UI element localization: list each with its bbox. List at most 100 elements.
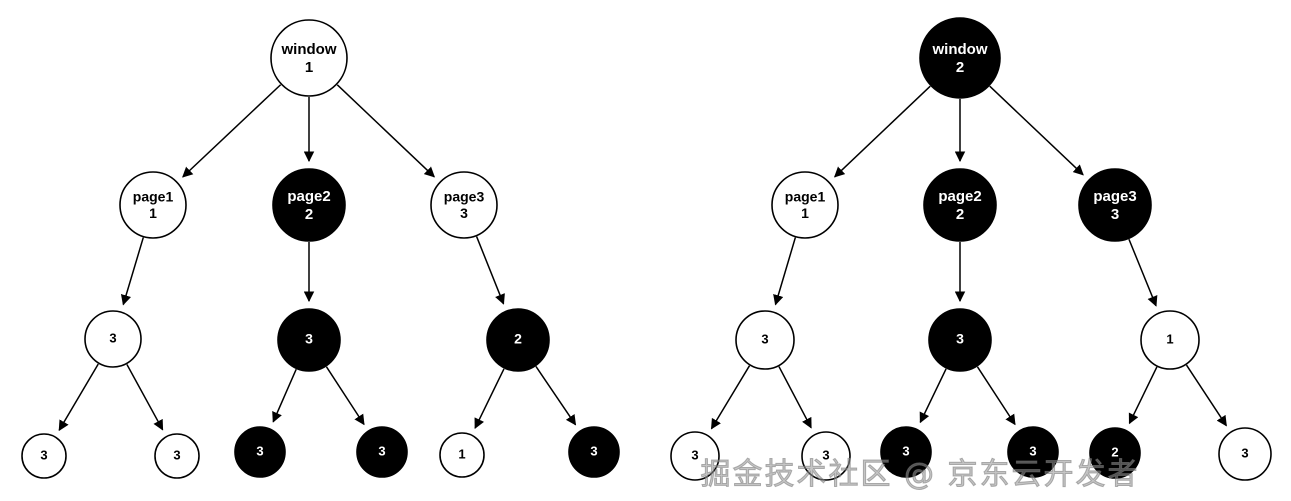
node-value-L-l2: 3 xyxy=(173,447,180,462)
node-shape-L-m2 xyxy=(277,308,341,372)
node-shape-R-l3 xyxy=(880,426,932,478)
node-value-R-l5: 2 xyxy=(1111,444,1118,459)
node-name-L-root: window xyxy=(281,41,337,58)
node-R-m3[interactable]: 1 xyxy=(1140,310,1200,370)
node-value-L-page3: 3 xyxy=(460,205,468,221)
node-shape-R-l2 xyxy=(801,431,851,481)
node-R-l3[interactable]: 3 xyxy=(880,426,932,478)
edges-layer xyxy=(58,84,1227,432)
node-L-m3[interactable]: 2 xyxy=(486,308,550,372)
node-value-R-m3: 1 xyxy=(1166,331,1173,346)
node-L-m2[interactable]: 3 xyxy=(277,308,341,372)
node-value-L-l5: 1 xyxy=(458,446,465,461)
node-value-R-l2: 3 xyxy=(822,447,829,462)
node-name-L-page2: page2 xyxy=(287,188,330,205)
node-shape-L-page3 xyxy=(430,171,498,239)
node-R-m2[interactable]: 3 xyxy=(928,308,992,372)
node-R-l5[interactable]: 2 xyxy=(1089,427,1141,479)
node-R-l6[interactable]: 3 xyxy=(1218,427,1272,481)
edge-R-m3-to-R-l6 xyxy=(1185,364,1227,427)
edge-R-m1-to-R-l2 xyxy=(778,366,812,429)
node-shape-L-l5 xyxy=(439,432,485,478)
edge-R-m2-to-R-l3 xyxy=(919,368,947,424)
node-shape-L-m1 xyxy=(84,310,142,368)
node-shape-R-m1 xyxy=(735,310,795,370)
node-value-R-l6: 3 xyxy=(1241,445,1248,460)
node-L-l5[interactable]: 1 xyxy=(439,432,485,478)
node-value-L-l1: 3 xyxy=(40,447,47,462)
node-R-l4[interactable]: 3 xyxy=(1007,426,1059,478)
node-shape-R-page1 xyxy=(771,171,839,239)
node-name-R-root: window xyxy=(932,41,988,58)
node-value-L-l6: 3 xyxy=(590,443,597,458)
edge-R-root-to-R-page1 xyxy=(833,85,931,178)
node-shape-R-page3 xyxy=(1078,168,1152,242)
node-value-L-m1: 3 xyxy=(109,330,116,345)
edge-R-m3-to-R-l5 xyxy=(1128,366,1158,425)
node-value-R-page3: 3 xyxy=(1111,206,1119,223)
node-L-l1[interactable]: 3 xyxy=(21,433,67,479)
node-shape-L-l2 xyxy=(154,433,200,479)
edge-L-m3-to-L-l6 xyxy=(535,366,577,426)
node-value-L-l3: 3 xyxy=(256,443,263,458)
node-value-L-page1: 1 xyxy=(149,205,157,221)
node-shape-L-page1 xyxy=(119,171,187,239)
node-name-L-page3: page3 xyxy=(444,188,485,204)
node-value-R-l1: 3 xyxy=(691,447,698,462)
node-R-m1[interactable]: 3 xyxy=(735,310,795,370)
node-value-R-page2: 2 xyxy=(956,206,964,223)
node-L-l3[interactable]: 3 xyxy=(234,426,286,478)
node-value-L-m2: 3 xyxy=(305,331,313,347)
node-name-R-page1: page1 xyxy=(785,188,826,204)
node-value-R-page1: 1 xyxy=(801,205,809,221)
node-R-l1[interactable]: 3 xyxy=(670,431,720,481)
node-shape-R-l1 xyxy=(670,431,720,481)
node-shape-R-l4 xyxy=(1007,426,1059,478)
node-shape-L-m3 xyxy=(486,308,550,372)
node-shape-R-root xyxy=(919,17,1001,99)
edge-L-m2-to-L-l3 xyxy=(272,369,297,423)
node-shape-L-l6 xyxy=(568,426,620,478)
edge-R-page1-to-R-m1 xyxy=(773,237,797,306)
node-value-R-m1: 3 xyxy=(761,331,768,346)
node-shape-L-l1 xyxy=(21,433,67,479)
node-R-l2[interactable]: 3 xyxy=(801,431,851,481)
node-value-R-l3: 3 xyxy=(902,443,909,458)
node-shape-L-l3 xyxy=(234,426,286,478)
edge-L-m2-to-L-l4 xyxy=(325,366,365,426)
edge-L-m3-to-L-l5 xyxy=(474,368,505,429)
node-value-L-page2: 2 xyxy=(305,206,313,223)
edge-L-root-to-L-page3 xyxy=(336,84,436,178)
edge-R-root-to-R-page3 xyxy=(989,85,1084,176)
edge-L-root-to-L-page1 xyxy=(182,84,282,178)
node-name-L-page1: page1 xyxy=(133,188,174,204)
node-L-m1[interactable]: 3 xyxy=(84,310,142,368)
node-value-R-m2: 3 xyxy=(956,331,964,347)
node-value-L-root: 1 xyxy=(305,59,313,76)
node-value-L-l4: 3 xyxy=(378,443,385,458)
edge-R-m2-to-R-l4 xyxy=(976,366,1016,426)
node-value-R-root: 2 xyxy=(956,59,964,76)
edge-L-m1-to-L-l2 xyxy=(126,364,164,431)
edge-R-page3-to-R-m3 xyxy=(1128,238,1158,307)
node-shape-R-l6 xyxy=(1218,427,1272,481)
node-L-l2[interactable]: 3 xyxy=(154,433,200,479)
node-L-l6[interactable]: 3 xyxy=(568,426,620,478)
edge-L-page1-to-L-m1 xyxy=(120,237,144,306)
node-shape-L-page2 xyxy=(272,168,346,242)
node-shape-R-m3 xyxy=(1140,310,1200,370)
node-L-l4[interactable]: 3 xyxy=(356,426,408,478)
node-shape-L-root xyxy=(270,19,348,97)
edge-R-m1-to-R-l1 xyxy=(710,365,751,430)
node-shape-R-m2 xyxy=(928,308,992,372)
